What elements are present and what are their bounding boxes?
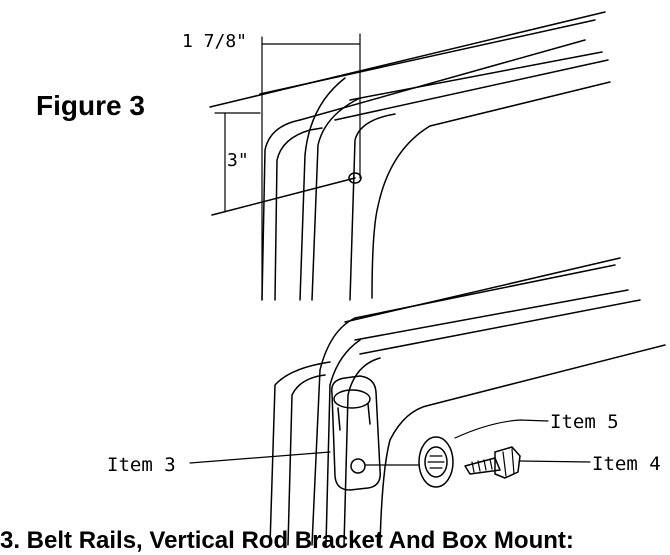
washer xyxy=(418,436,454,488)
top-rail-assembly xyxy=(209,11,611,301)
vertical-rod-bracket xyxy=(331,375,381,491)
bottom-rail-assembly xyxy=(189,257,666,546)
leader-item-3 xyxy=(189,451,331,464)
label-item-3: Item 3 xyxy=(107,454,176,476)
leader-item-4 xyxy=(519,460,591,463)
label-item-4: Item 4 xyxy=(592,453,661,475)
leader-item-5 xyxy=(454,419,549,439)
dimension-vertical: 3" xyxy=(227,150,249,171)
bolt-hole xyxy=(348,172,362,184)
figure-caption: 3. Belt Rails, Vertical Rod Bracket And … xyxy=(0,527,574,554)
bolt xyxy=(464,446,521,479)
label-item-5: Item 5 xyxy=(550,411,619,433)
figure-title: Figure 3 xyxy=(36,90,145,121)
dimension-horizontal: 1 7/8" xyxy=(182,31,247,52)
